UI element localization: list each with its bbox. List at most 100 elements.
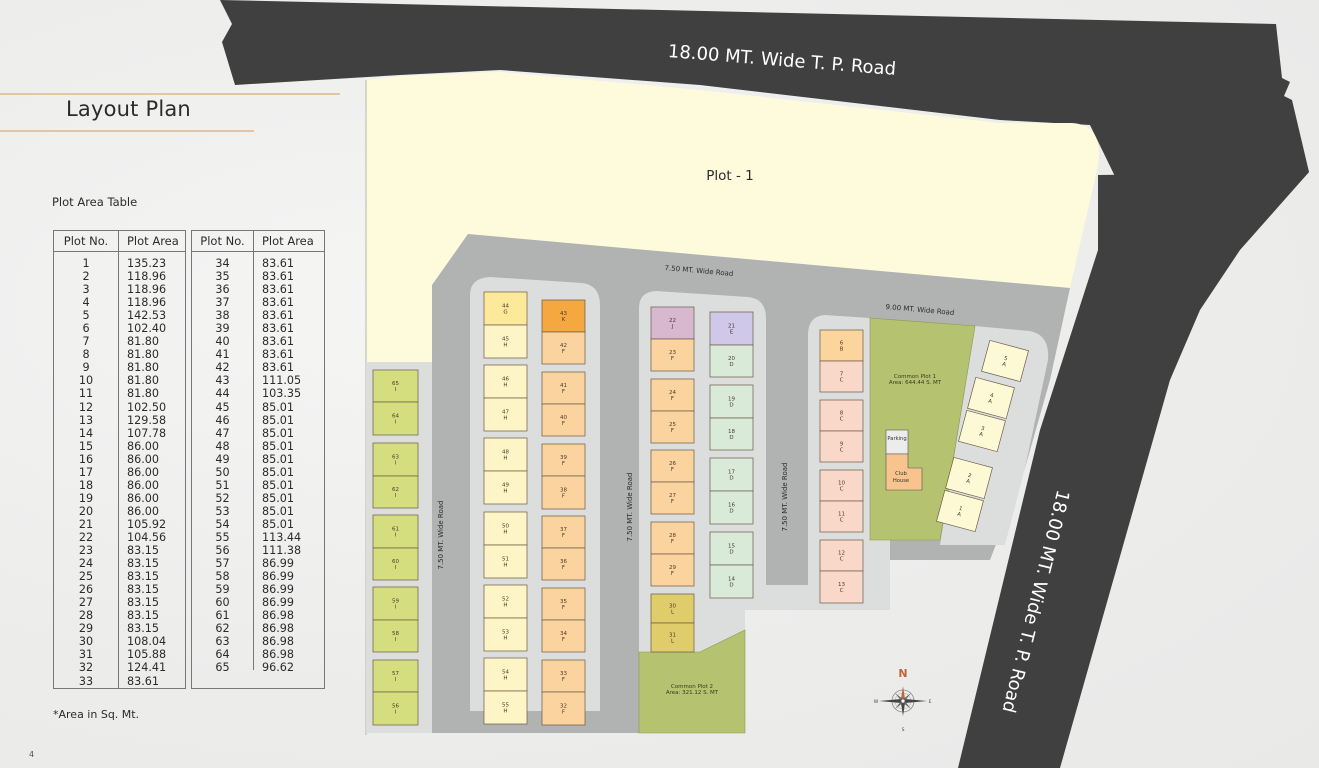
plot-22[interactable]: 22J <box>650 306 695 340</box>
plot-31[interactable]: 31L <box>650 622 695 653</box>
plot-17[interactable]: 17D <box>709 457 754 492</box>
plot-number: 62 <box>392 487 399 493</box>
plot-9[interactable]: 9C <box>819 430 864 463</box>
plot-38[interactable]: 38F <box>541 475 586 510</box>
plot-no-cell: 41 <box>215 348 230 362</box>
plot-no-cell: 27 <box>78 596 94 610</box>
plot-8[interactable]: 8C <box>819 399 864 432</box>
plot-46[interactable]: 46H <box>483 364 528 399</box>
plot-55[interactable]: 55H <box>483 690 528 725</box>
plot-33[interactable]: 33F <box>541 659 586 693</box>
plot-37[interactable]: 37F <box>541 515 586 549</box>
plot-area-cell: 81.80 <box>127 374 160 388</box>
plot-area-cell: 108.04 <box>127 635 167 649</box>
plot-area-cell: 104.56 <box>127 530 167 544</box>
plot-45[interactable]: 45H <box>483 324 528 359</box>
plot-21[interactable]: 21E <box>709 311 754 346</box>
plot-area-cell: 81.80 <box>127 387 160 401</box>
plot-shape <box>541 659 586 693</box>
plot-2[interactable]: 2A <box>945 456 993 500</box>
plot-6[interactable]: 6B <box>819 329 864 362</box>
plot-number: 7 <box>840 372 844 378</box>
plot-60[interactable]: 60I <box>372 547 419 581</box>
plot-12[interactable]: 12C <box>819 539 864 572</box>
plot-65[interactable]: 65I <box>372 369 419 403</box>
plot-number: 65 <box>392 381 399 387</box>
plot-42[interactable]: 42F <box>541 331 586 365</box>
plot-shape <box>709 490 754 525</box>
plot-shape <box>819 500 864 533</box>
plot-no-cell: 63 <box>215 635 230 649</box>
plot-20[interactable]: 20D <box>709 344 754 378</box>
plot-10[interactable]: 10C <box>819 469 864 502</box>
plot-43[interactable]: 43K <box>541 299 586 333</box>
plot-type: F <box>562 389 565 395</box>
plot-35[interactable]: 35F <box>541 587 586 621</box>
plot-no-cell: 62 <box>215 622 230 636</box>
plot-number: 55 <box>502 703 509 709</box>
plot-30[interactable]: 30L <box>650 593 695 624</box>
compass-west-label: W <box>874 699 879 705</box>
plot-area-cell: 83.61 <box>262 335 295 349</box>
plot-number: 39 <box>560 455 567 461</box>
plot-15[interactable]: 15D <box>709 531 754 566</box>
plot-23[interactable]: 23F <box>650 338 695 372</box>
plot-number: 57 <box>392 671 399 677</box>
plot-area-cell: 83.15 <box>127 583 160 597</box>
header-plot-no: Plot No. <box>192 231 254 251</box>
plot-63[interactable]: 63I <box>372 442 419 477</box>
plot-4[interactable]: 4A <box>967 376 1015 420</box>
plot-47[interactable]: 47H <box>483 397 528 432</box>
plot-25[interactable]: 25F <box>650 410 695 444</box>
plot-64[interactable]: 64I <box>372 401 419 436</box>
plot-19[interactable]: 19D <box>709 384 754 419</box>
plot-61[interactable]: 61I <box>372 514 419 549</box>
plot-number: 11 <box>838 512 845 518</box>
plot-41[interactable]: 41F <box>541 371 586 405</box>
plot-36[interactable]: 36F <box>541 547 586 581</box>
plot-59[interactable]: 59I <box>372 586 419 621</box>
plot-58[interactable]: 58I <box>372 619 419 653</box>
plot-number: 45 <box>502 337 509 343</box>
plot-7[interactable]: 7C <box>819 360 864 393</box>
plot-no-cell: 48 <box>215 439 230 453</box>
plot-number: 33 <box>560 671 567 677</box>
plot-26[interactable]: 26F <box>650 449 695 483</box>
plot-number: 14 <box>728 577 735 583</box>
plot-32[interactable]: 32F <box>541 691 586 726</box>
plot-18[interactable]: 18D <box>709 417 754 451</box>
plot-type: F <box>562 533 565 539</box>
plot-14[interactable]: 14D <box>709 564 754 599</box>
plot-11[interactable]: 11C <box>819 500 864 533</box>
plot-48[interactable]: 48H <box>483 437 528 472</box>
plot-16[interactable]: 16D <box>709 490 754 525</box>
plot-44[interactable]: 44G <box>483 291 528 326</box>
plot-27[interactable]: 27F <box>650 481 695 515</box>
plot-54[interactable]: 54H <box>483 657 528 692</box>
plot-area-cell: 83.61 <box>262 270 295 284</box>
plot-no-cell: 32 <box>78 661 94 675</box>
plot-28[interactable]: 28F <box>650 521 695 555</box>
plot-53[interactable]: 53H <box>483 617 528 652</box>
plot-number: 43 <box>560 311 567 317</box>
plot-34[interactable]: 34F <box>541 619 586 653</box>
plot-area-cell: 86.00 <box>127 504 160 518</box>
plot-56[interactable]: 56I <box>372 691 419 726</box>
plot-area-cell: 102.50 <box>127 400 167 414</box>
plot-1[interactable]: 1A <box>936 489 984 533</box>
plot-62[interactable]: 62I <box>372 475 419 509</box>
plot-29[interactable]: 29F <box>650 553 695 587</box>
plot-24[interactable]: 24F <box>650 378 695 412</box>
plot-39[interactable]: 39F <box>541 443 586 477</box>
plot-type: D <box>729 583 733 589</box>
plot-51[interactable]: 51H <box>483 544 528 579</box>
plot-13[interactable]: 13C <box>819 570 864 604</box>
plot-3[interactable]: 3A <box>958 409 1006 453</box>
plot-40[interactable]: 40F <box>541 403 586 437</box>
plot-50[interactable]: 50H <box>483 511 528 546</box>
plot-5[interactable]: 5A <box>981 339 1029 383</box>
plot-52[interactable]: 52H <box>483 584 528 619</box>
plot-57[interactable]: 57I <box>372 659 419 693</box>
plot-49[interactable]: 49H <box>483 470 528 505</box>
